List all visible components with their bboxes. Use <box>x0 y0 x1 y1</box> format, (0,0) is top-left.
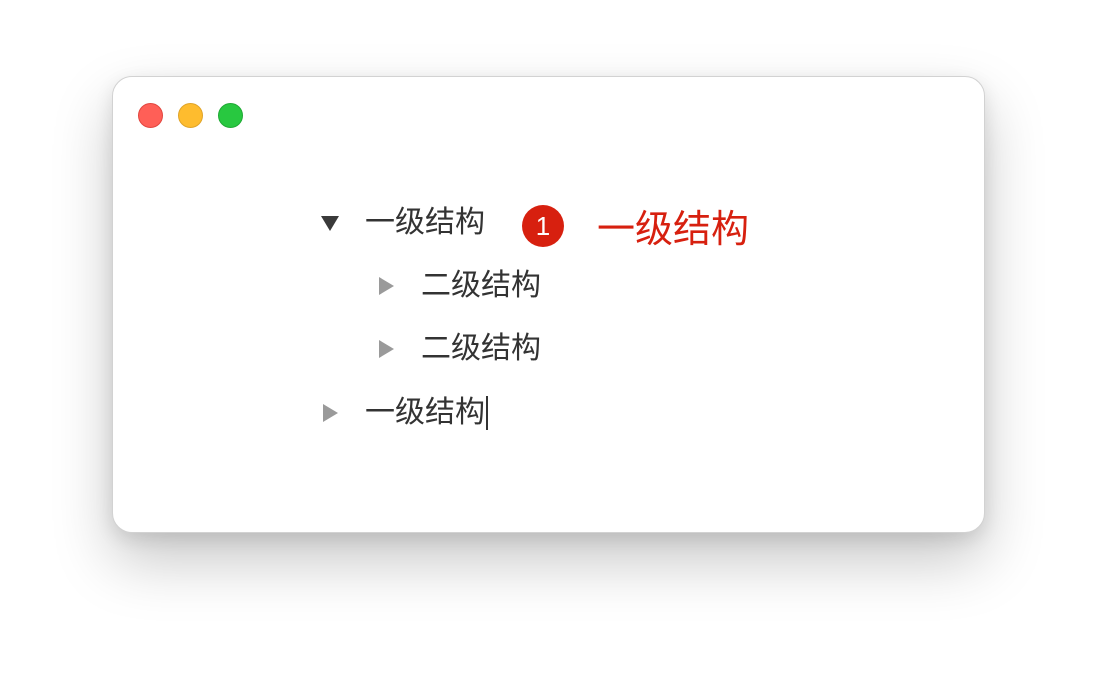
annotation-number-badge: 1 <box>522 205 564 247</box>
tree-item-level2[interactable]: 二级结构 <box>377 329 541 369</box>
disclosure-triangle-down-icon[interactable] <box>321 215 339 231</box>
disclosure-triangle-right-icon[interactable] <box>379 277 394 295</box>
app-window: 一级结构 二级结构 二级结构 一级结构 1 一级结构 <box>112 76 985 533</box>
tree-item-label: 二级结构 <box>421 268 541 303</box>
tree-item-level1[interactable]: 一级结构 <box>321 393 488 433</box>
tree-item-level2[interactable]: 二级结构 <box>377 266 541 306</box>
minimize-window-button[interactable] <box>178 103 203 128</box>
tree-item-label: 一级结构 <box>365 205 485 240</box>
close-window-button[interactable] <box>138 103 163 128</box>
tree-item-label[interactable]: 一级结构 <box>365 395 485 430</box>
zoom-window-button[interactable] <box>218 103 243 128</box>
text-cursor <box>486 396 488 430</box>
tree-item-level1[interactable]: 一级结构 <box>321 203 485 243</box>
tree-item-label: 二级结构 <box>421 331 541 366</box>
disclosure-triangle-right-icon[interactable] <box>323 404 338 422</box>
disclosure-triangle-right-icon[interactable] <box>379 340 394 358</box>
annotation-label: 一级结构 <box>597 207 750 251</box>
